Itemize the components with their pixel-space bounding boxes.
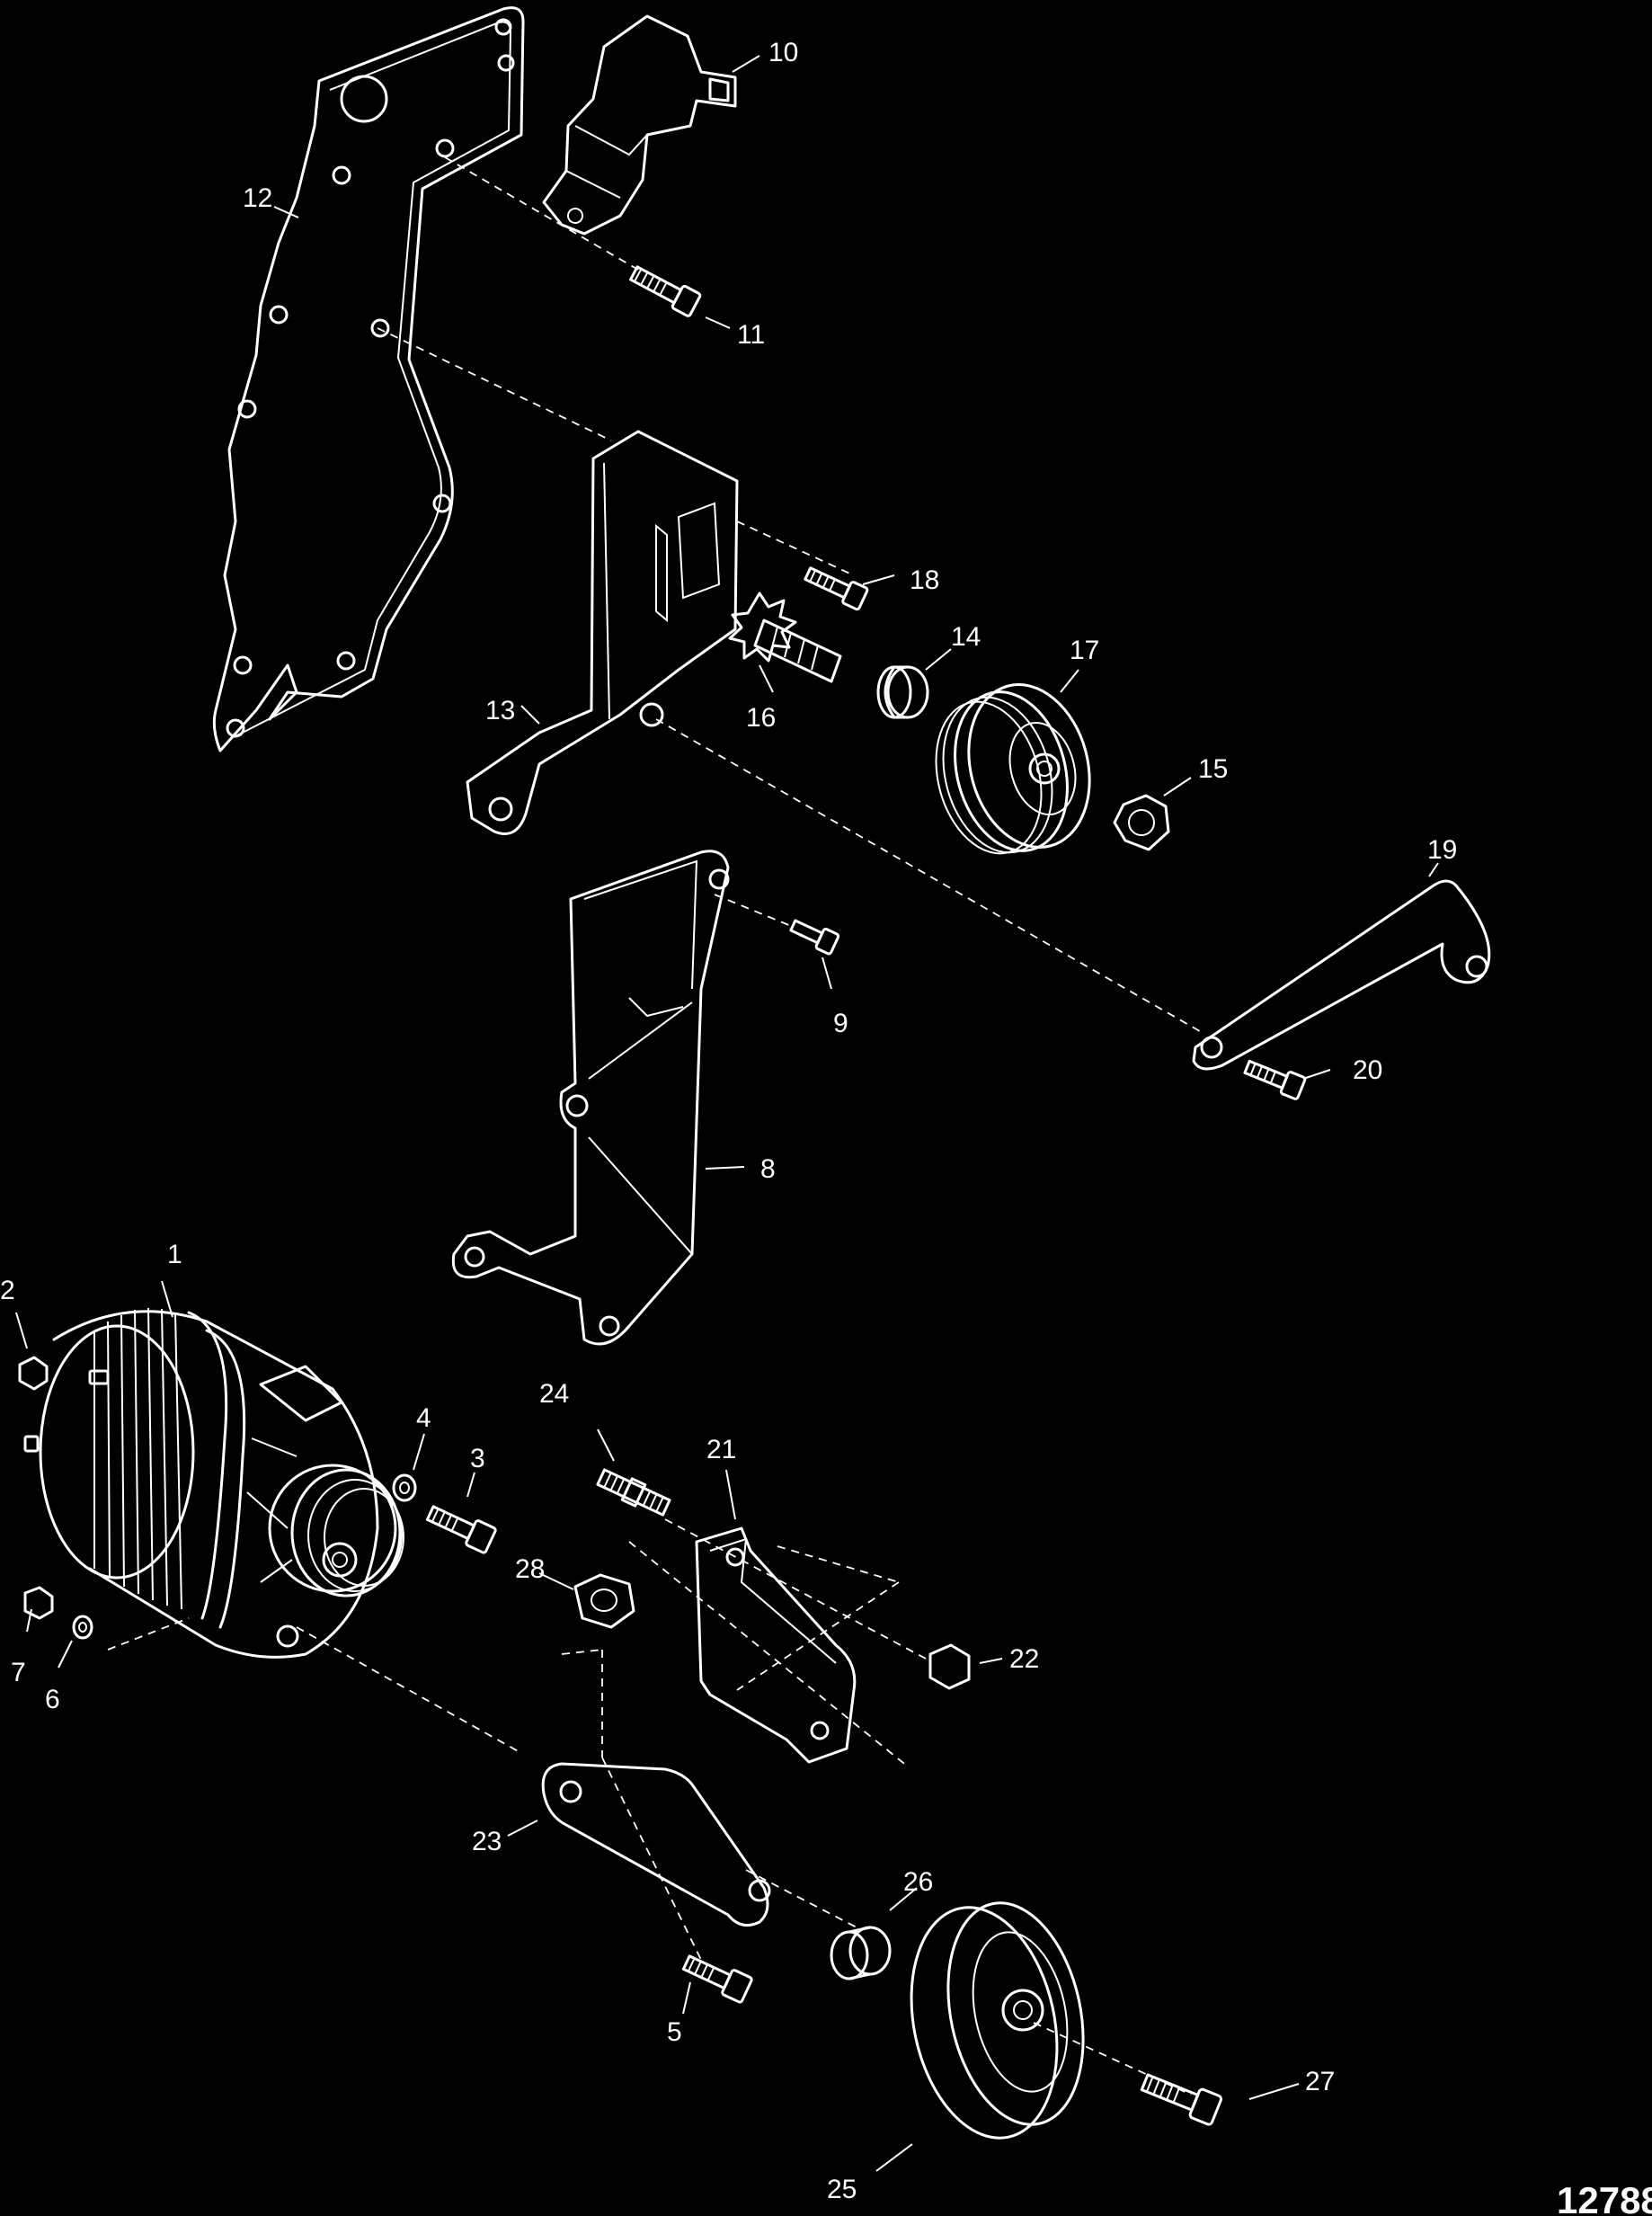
nut-28 bbox=[573, 1573, 635, 1629]
bolt-9 bbox=[789, 919, 840, 956]
callout-4: 4 bbox=[416, 1403, 431, 1433]
callout-27: 27 bbox=[1305, 2067, 1335, 2096]
callout-12: 12 bbox=[243, 183, 272, 213]
bolt-20 bbox=[1243, 1059, 1307, 1100]
callout-22: 22 bbox=[1009, 1644, 1039, 1674]
callout-28: 28 bbox=[515, 1554, 545, 1584]
adjustment-strap-19 bbox=[1192, 879, 1491, 1071]
bolt-18 bbox=[804, 566, 869, 611]
callout-9: 9 bbox=[833, 1009, 848, 1038]
callout-5: 5 bbox=[667, 2017, 682, 2047]
stud-24 bbox=[596, 1468, 671, 1517]
nut-15 bbox=[1113, 794, 1170, 851]
callout-15: 15 bbox=[1198, 754, 1228, 784]
callout-18: 18 bbox=[910, 565, 939, 595]
bolt-11 bbox=[629, 265, 702, 317]
bolt-3 bbox=[425, 1505, 497, 1554]
nut-2 bbox=[18, 1356, 49, 1391]
figure-number: 12788 bbox=[1557, 2179, 1652, 2216]
callout-11: 11 bbox=[737, 320, 765, 350]
callout-1: 1 bbox=[167, 1240, 182, 1269]
alternator-1 bbox=[23, 1307, 404, 1659]
callout-2: 2 bbox=[0, 1276, 15, 1305]
callout-17: 17 bbox=[1070, 636, 1099, 665]
washer-4 bbox=[392, 1473, 417, 1502]
bolt-5 bbox=[681, 1954, 753, 2004]
callout-24: 24 bbox=[539, 1379, 569, 1409]
idler-pulley-25 bbox=[910, 1901, 1085, 2140]
callout-23: 23 bbox=[472, 1827, 502, 1856]
washer-6 bbox=[72, 1615, 93, 1640]
callout-19: 19 bbox=[1427, 835, 1457, 865]
idler-pulley-17 bbox=[935, 683, 1091, 855]
bracket-23 bbox=[541, 1762, 771, 1927]
callout-21: 21 bbox=[706, 1435, 736, 1464]
assembly-lines bbox=[107, 156, 1205, 2096]
callout-20: 20 bbox=[1353, 1055, 1382, 1085]
callout-25: 25 bbox=[827, 2175, 857, 2204]
spacer-14 bbox=[876, 665, 929, 719]
callout-8: 8 bbox=[760, 1154, 776, 1184]
tensioner-bracket-13 bbox=[466, 430, 739, 835]
callout-26: 26 bbox=[903, 1867, 933, 1897]
bracket-21 bbox=[695, 1526, 857, 1764]
callout-3: 3 bbox=[470, 1444, 485, 1473]
callout-10: 10 bbox=[768, 38, 798, 67]
callout-6: 6 bbox=[45, 1685, 60, 1714]
bracket-8 bbox=[451, 850, 730, 1346]
callout-14: 14 bbox=[951, 622, 981, 652]
nut-22 bbox=[928, 1643, 971, 1690]
bracket-10 bbox=[542, 14, 737, 236]
callout-16: 16 bbox=[746, 703, 776, 733]
bolt-27 bbox=[1140, 2073, 1223, 2126]
gear-stud-16 bbox=[728, 592, 842, 683]
mounting-plate-12 bbox=[212, 6, 525, 752]
callout-labels: 10 11 12 18 14 16 17 15 13 19 20 9 8 1 2… bbox=[0, 38, 1457, 2204]
nut-7 bbox=[23, 1586, 54, 1620]
callout-7: 7 bbox=[11, 1658, 26, 1687]
spacer-26 bbox=[830, 1926, 892, 1980]
callout-13: 13 bbox=[485, 696, 515, 725]
leader-lines bbox=[15, 55, 1439, 2172]
